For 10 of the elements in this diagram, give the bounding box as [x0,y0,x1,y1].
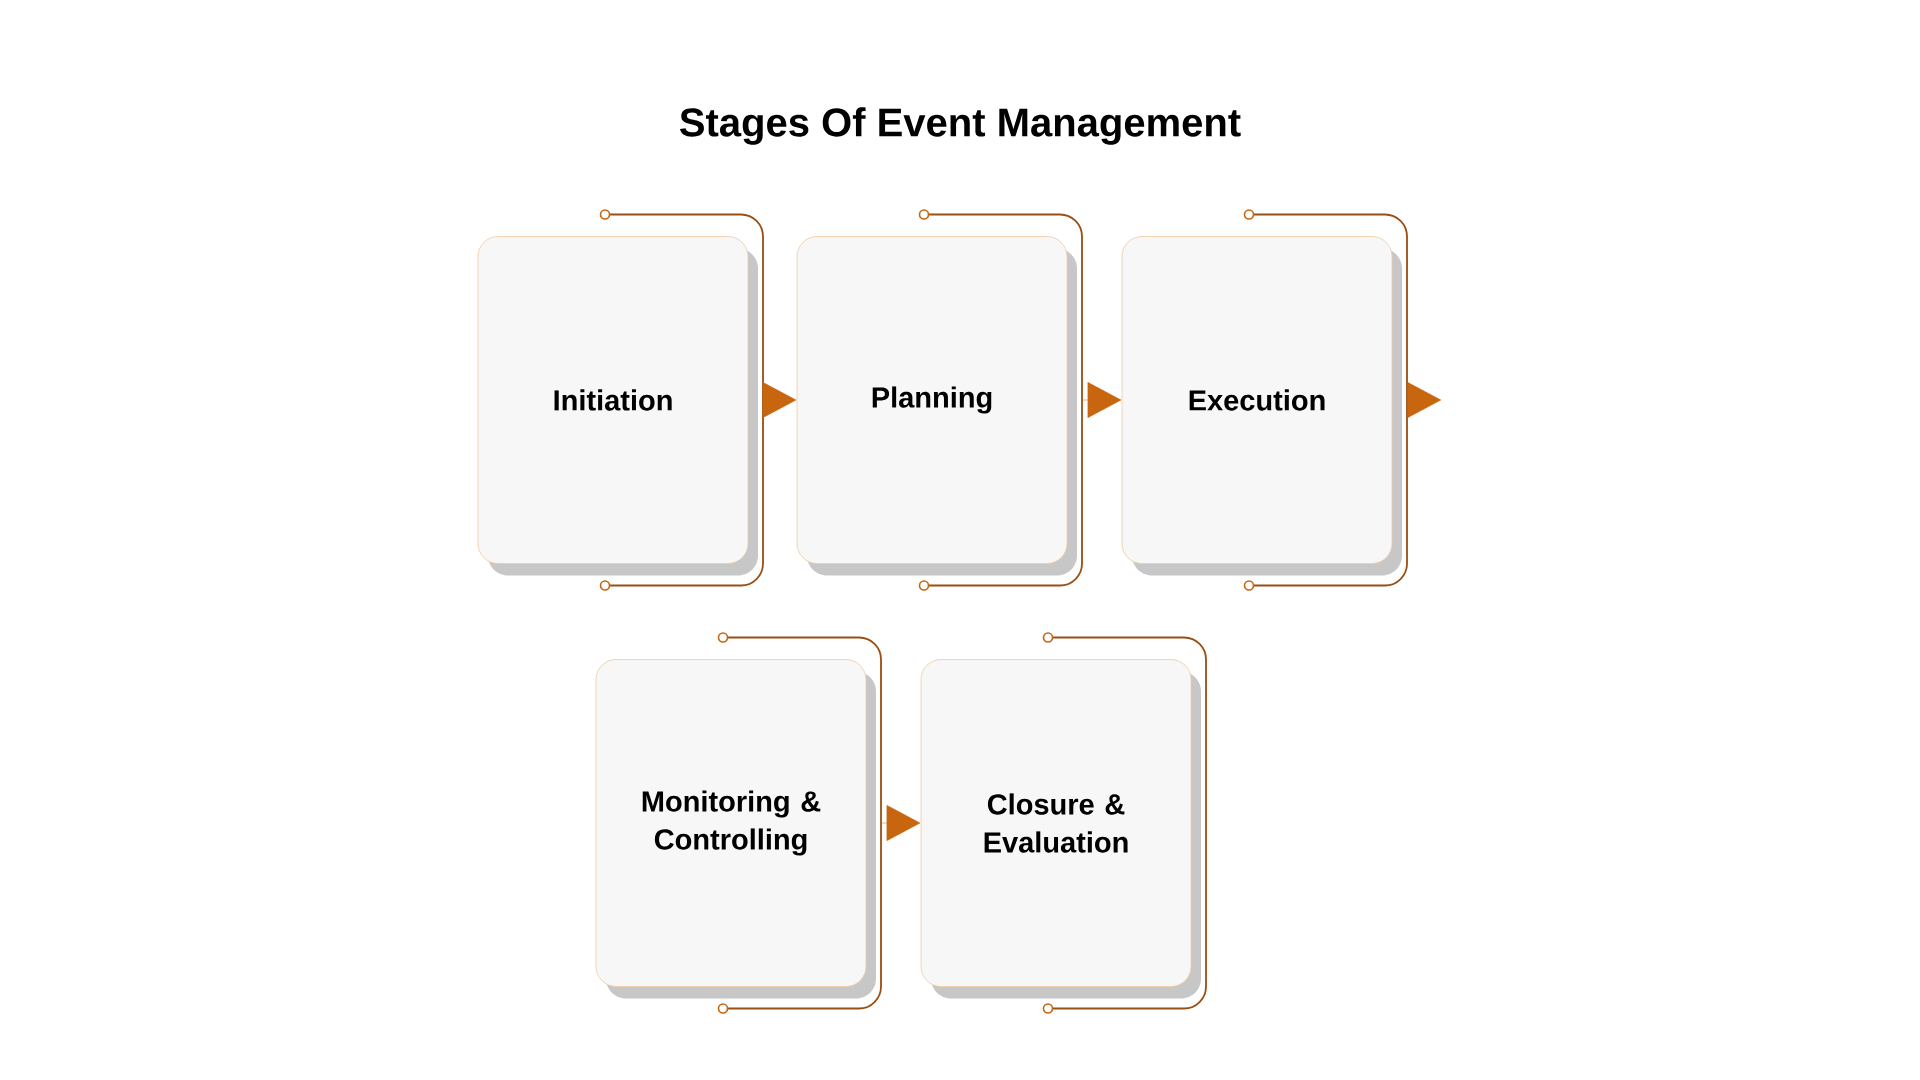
arrow [762,382,797,418]
process-box: Execution [1121,236,1402,576]
process-box: Planning [796,236,1077,576]
arrow [1407,382,1442,418]
arrow [881,805,921,841]
title: Stages Of Event Management [679,107,1241,145]
process-box: Monitoring & Controlling [595,659,876,999]
process-box: Closure & Evaluation [920,659,1201,999]
arrow [1082,382,1122,418]
process-box: Initiation [477,236,758,576]
